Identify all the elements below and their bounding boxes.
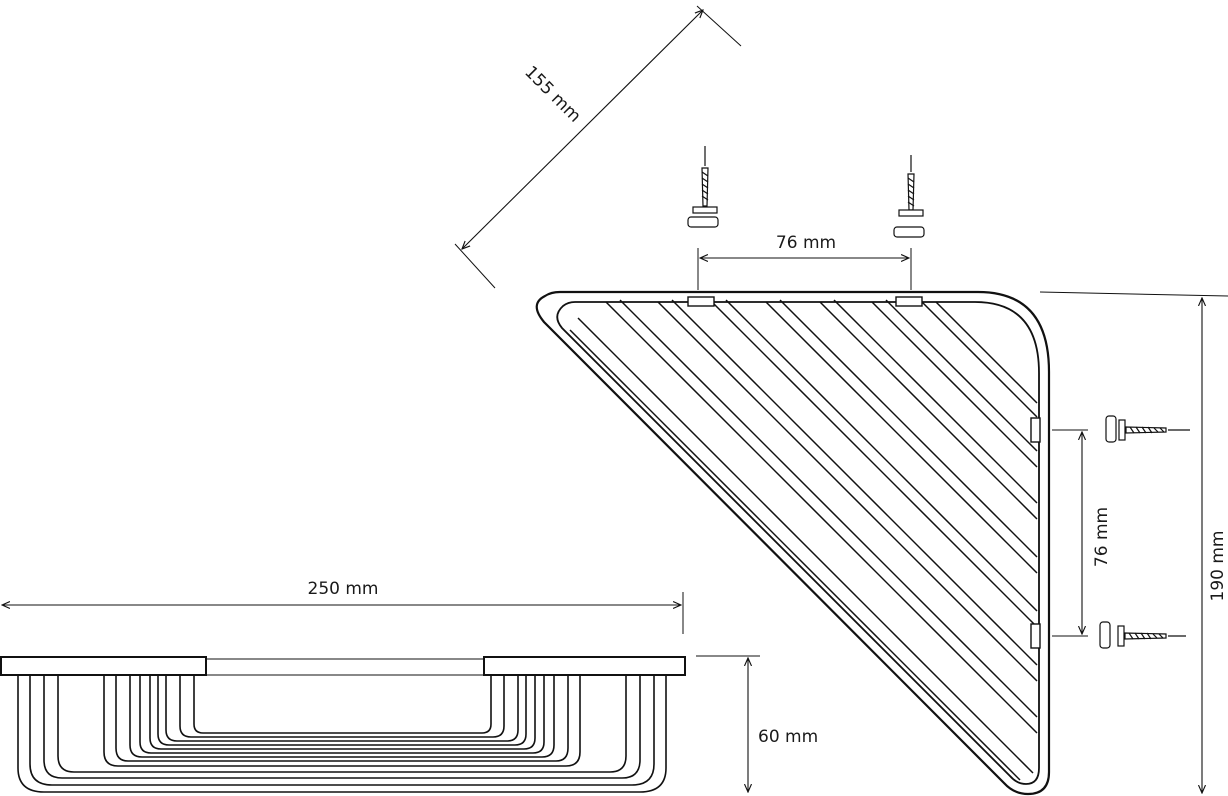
front-wires (17, 675, 667, 793)
dimension-250mm: 250 mm (2, 579, 684, 634)
dimension-190mm: 190 mm (1039, 291, 1228, 793)
screw-top-left-icon (687, 146, 719, 228)
bracket-top-right (895, 296, 923, 307)
label-250mm: 250 mm (308, 579, 379, 599)
label-76mm-top: 76 mm (776, 233, 836, 253)
basket-front-view: 250 mm 60 mm (0, 579, 818, 793)
label-76mm-side: 76 mm (1092, 507, 1112, 567)
label-155mm: 155 mm (520, 62, 584, 126)
basket-slats (569, 299, 1038, 781)
label-60mm: 60 mm (758, 727, 818, 747)
bracket-side-bottom (1030, 623, 1041, 649)
screw-top-right-icon (893, 155, 925, 238)
bracket-top-left (687, 296, 715, 307)
dimension-155mm: 155 mm (454, 5, 742, 289)
screw-side-bottom-icon (1099, 621, 1186, 649)
bracket-side-top (1030, 417, 1041, 443)
dimension-60mm: 60 mm (696, 655, 818, 792)
dimension-76mm-top: 76 mm (697, 233, 912, 290)
corner-basket-top-view (535, 290, 1051, 796)
label-190mm: 190 mm (1208, 531, 1228, 602)
screw-side-top-icon (1105, 415, 1190, 443)
dimension-76mm-side: 76 mm (1052, 429, 1112, 637)
